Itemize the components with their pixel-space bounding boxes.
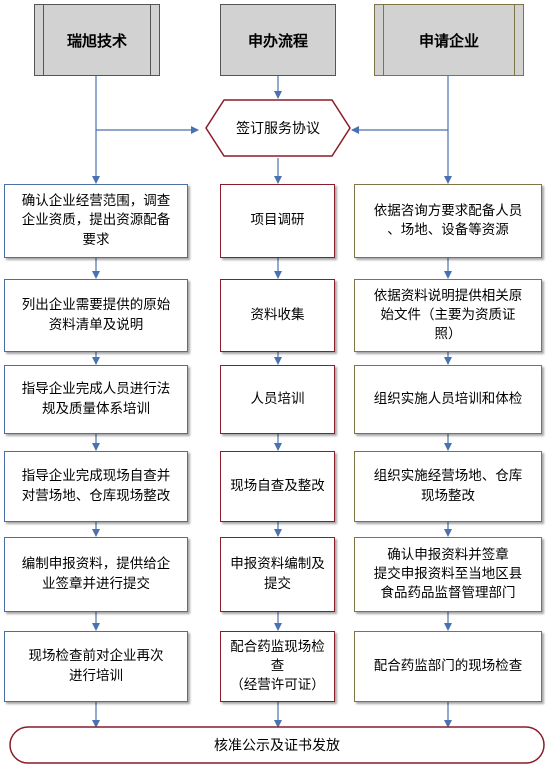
left-step-6: 现场检查前对企业再次 进行培训 — [4, 631, 188, 702]
left-step-4-text: 指导企业完成现场自查并 对营场地、仓库现场整改 — [21, 468, 171, 504]
right-step-2-text: 依据资料说明提供相关原 始文件（主要为资质证 照） — [373, 287, 523, 343]
left-step-6-text: 现场检查前对企业再次 进行培训 — [28, 648, 164, 684]
middle-step-3: 人员培训 — [220, 365, 335, 434]
middle-step-6-text: 配合药监现场检 查 （经营许可证） — [230, 638, 325, 694]
right-step-1-text: 依据咨询方要求配备人员 、场地、设备等资源 — [373, 202, 523, 238]
middle-step-5: 申报资料编制及 提交 — [220, 537, 335, 612]
left-step-5-text: 编制申报资料，提供给企 业签章并进行提交 — [21, 556, 171, 592]
right-step-5-text: 确认申报资料并签章 提交申报资料至当地区县 食品药品监督管理部门 — [373, 546, 523, 602]
left-step-3-text: 指导企业完成人员进行法 规及质量体系培训 — [21, 381, 171, 417]
column-header-middle-label: 申办流程 — [247, 31, 308, 50]
left-step-2: 列出企业需要提供的原始 资料清单及说明 — [4, 279, 188, 352]
middle-step-4: 现场自查及整改 — [220, 451, 335, 522]
left-step-1: 确认企业经营范围，调查 企业资质，提出资源配备 要求 — [4, 184, 188, 258]
left-step-1-text: 确认企业经营范围，调查 企业资质，提出资源配备 要求 — [21, 193, 171, 248]
right-step-3-text: 组织实施人员培训和体检 — [373, 390, 523, 407]
start-step-label: 签订服务协议 — [236, 121, 320, 137]
column-header-left-label: 瑞旭技术 — [66, 31, 127, 50]
middle-step-6: 配合药监现场检 查 （经营许可证） — [220, 631, 335, 702]
middle-step-1: 项目调研 — [220, 184, 335, 258]
middle-step-2: 资料收集 — [220, 279, 335, 352]
connector-right-header — [351, 76, 449, 134]
left-step-2-text: 列出企业需要提供的原始 资料清单及说明 — [21, 297, 171, 333]
left-step-3: 指导企业完成人员进行法 规及质量体系培训 — [4, 365, 188, 434]
column-header-left: 瑞旭技术 — [34, 4, 160, 76]
right-step-6: 配合药监部门的现场检查 — [354, 631, 542, 702]
middle-step-5-text: 申报资料编制及 提交 — [230, 556, 325, 592]
middle-step-3-text: 人员培训 — [250, 390, 305, 407]
end-shape — [9, 726, 545, 764]
left-step-4: 指导企业完成现场自查并 对营场地、仓库现场整改 — [4, 451, 188, 522]
right-step-2: 依据资料说明提供相关原 始文件（主要为资质证 照） — [354, 279, 542, 352]
column-header-right-label: 申请企业 — [418, 31, 479, 50]
right-step-3: 组织实施人员培训和体检 — [354, 365, 542, 434]
column-header-right: 申请企业 — [374, 4, 524, 76]
column-header-middle: 申办流程 — [220, 4, 336, 76]
right-step-4: 组织实施经营场地、仓库 现场整改 — [354, 451, 542, 522]
start-step: 签订服务协议 — [224, 100, 332, 156]
right-step-4-text: 组织实施经营场地、仓库 现场整改 — [373, 468, 523, 504]
middle-step-2-text: 资料收集 — [250, 306, 305, 323]
middle-step-1-text: 项目调研 — [250, 212, 305, 229]
connector-left-header — [95, 76, 199, 134]
end-step: 核准公示及证书发放 — [10, 727, 544, 763]
right-step-1: 依据咨询方要求配备人员 、场地、设备等资源 — [354, 184, 542, 258]
right-step-5: 确认申报资料并签章 提交申报资料至当地区县 食品药品监督管理部门 — [354, 537, 542, 612]
middle-step-4-text: 现场自查及整改 — [230, 477, 325, 494]
right-step-6-text: 配合药监部门的现场检查 — [373, 657, 523, 674]
start-shape — [205, 99, 351, 157]
end-step-label: 核准公示及证书发放 — [214, 738, 340, 754]
left-step-5: 编制申报资料，提供给企 业签章并进行提交 — [4, 537, 188, 612]
